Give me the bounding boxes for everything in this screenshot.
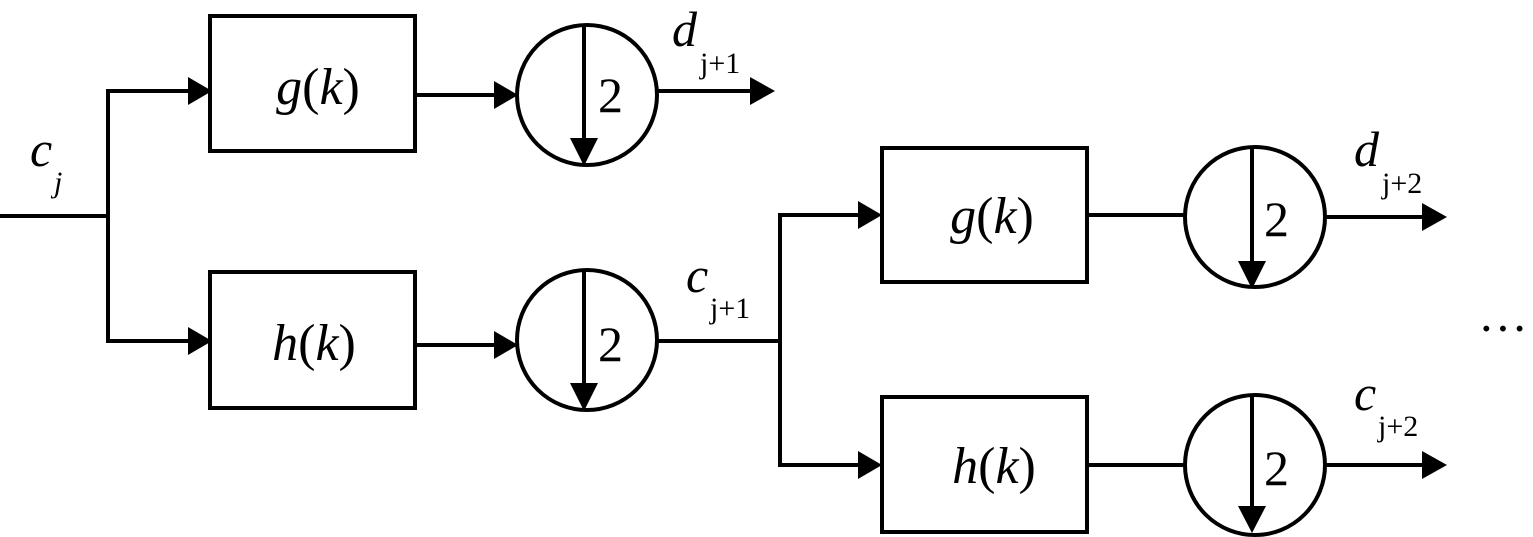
downsample-factor-label: 2 [598,67,623,123]
svg-text:d: d [1354,121,1380,177]
svg-text:j+2: j+2 [1381,167,1422,200]
stage2-wiring [778,201,1447,479]
signal-label-d-j1: d j+1 [672,1,740,80]
filter-label-g-stage1: g(k) [276,59,360,116]
svg-text:j+1: j+1 [709,292,750,325]
downsampler-top-stage2: 2 [1183,145,1327,289]
filter-box-h-stage2: h(k) [880,395,1089,534]
filter-box-g-stage1: g(k) [208,14,417,153]
svg-text:c: c [30,121,52,177]
filter-box-g-stage2: g(k) [880,146,1089,284]
svg-text:c: c [686,247,708,303]
signal-label-d-j2: d j+2 [1354,121,1422,200]
downsample-factor-label: 2 [1264,191,1289,247]
filter-label-g-stage2: g(k) [950,188,1034,245]
signal-label-c-j: c j [30,121,62,199]
signal-label-c-j2: c j+2 [1354,365,1418,443]
downsampler-bottom-stage2: 2 [1183,393,1327,537]
signal-label-c-j1: c j+1 [686,247,750,325]
downsample-factor-label: 2 [1264,440,1289,496]
downsample-factor-label: 2 [598,316,623,372]
stage1-wiring [0,77,782,359]
downsampler-top-stage1: 2 [515,23,659,167]
svg-text:j+2: j+2 [1377,410,1418,443]
svg-text:j+1: j+1 [699,47,740,80]
downsampler-bottom-stage1: 2 [515,268,659,412]
svg-text:c: c [1354,365,1376,421]
filter-label-h-stage2: h(k) [952,438,1036,495]
filter-box-h-stage1: h(k) [208,270,417,410]
svg-text:d: d [672,1,698,57]
continuation-ellipsis: ··· [1478,300,1528,356]
svg-text:j: j [50,166,62,199]
filter-label-h-stage1: h(k) [272,315,356,372]
